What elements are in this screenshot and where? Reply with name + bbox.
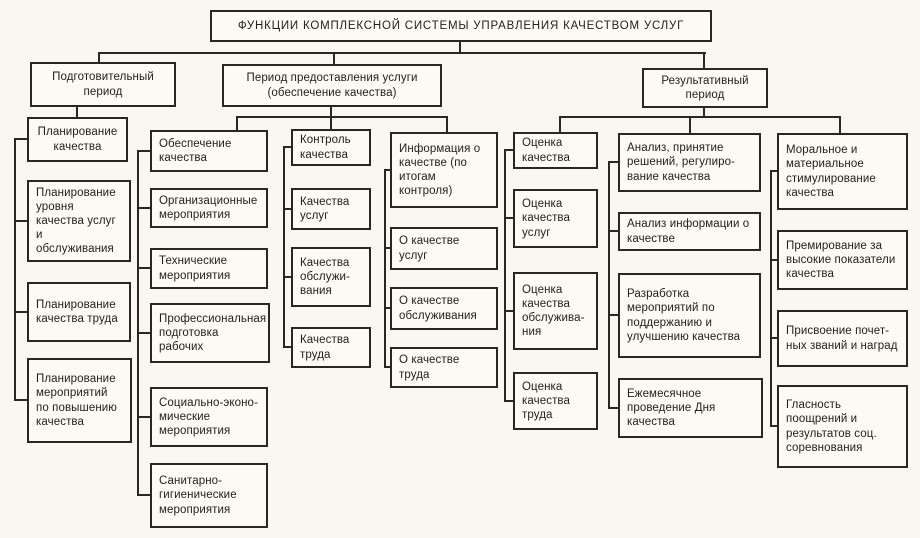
period-resultative: Результативный период	[642, 68, 768, 108]
connector-line	[504, 310, 513, 312]
node-evaluation-item: Оценка качества обслужива­ния	[513, 272, 598, 350]
connector-line	[14, 138, 27, 140]
connector-line	[504, 400, 513, 402]
node-information-item: О качестве услуг	[390, 227, 498, 270]
diagram-title: ФУНКЦИИ КОМПЛЕКСНОЙ СИСТЕМЫ УПРАВЛЕНИЯ К…	[210, 10, 712, 42]
period-preparatory: Подготовительный период	[30, 62, 176, 107]
node-planning-item: Планирование качества труда	[27, 282, 131, 342]
connector-line	[98, 52, 100, 63]
connector-line	[770, 425, 777, 427]
connector-line	[236, 116, 448, 118]
connector-line	[689, 116, 691, 134]
connector-line	[137, 416, 150, 418]
connector-line	[76, 106, 78, 118]
node-stimulation-item: Гласность поощрений и результатов соц. с…	[777, 385, 908, 468]
node-analysis-item: Ежемесячное проведение Дня качества	[618, 378, 763, 438]
connector-line	[770, 259, 777, 261]
connector-line	[98, 52, 706, 54]
node-control-item: Качества труда	[291, 327, 371, 368]
connector-line	[14, 138, 16, 401]
node-analysis-head: Анализ, принятие решений, регулиро­вание…	[618, 133, 761, 192]
connector-line	[559, 116, 841, 118]
connector-line	[608, 314, 618, 316]
connector-line	[330, 106, 332, 130]
connector-line	[137, 332, 150, 334]
node-planning-item: Планирование мероприятий по повышению ка…	[27, 358, 132, 443]
connector-line	[333, 52, 335, 65]
connector-line	[504, 149, 513, 151]
connector-line	[384, 169, 386, 368]
connector-line	[384, 307, 390, 309]
node-assurance-head: Обеспечение качества	[150, 130, 268, 172]
node-information-item: О качестве обслуживания	[390, 287, 498, 330]
connector-line	[446, 116, 448, 133]
connector-line	[504, 149, 506, 402]
connector-line	[137, 207, 150, 209]
connector-line	[608, 161, 618, 163]
connector-line	[137, 267, 150, 269]
connector-line	[608, 161, 610, 409]
node-assurance-item: Социально-эконо­мические мероприятия	[150, 387, 268, 447]
connector-line	[283, 146, 285, 348]
connector-line	[283, 346, 291, 348]
connector-line	[14, 399, 27, 401]
connector-line	[14, 220, 27, 222]
node-analysis-item: Анализ информации о качестве	[618, 212, 761, 251]
connector-line	[608, 230, 618, 232]
node-planning-item: Планирование уровня качества услуг и обс…	[27, 180, 131, 262]
period-service-provision: Период предоставления услуги (обеспечени…	[222, 64, 442, 107]
connector-line	[559, 116, 561, 133]
node-assurance-item: Профессиональная подготовка рабочих	[150, 303, 270, 363]
node-information-item: О качестве труда	[390, 347, 498, 388]
connector-line	[283, 146, 291, 148]
connector-line	[504, 217, 513, 219]
connector-line	[839, 116, 841, 134]
connector-line	[137, 150, 139, 496]
node-assurance-item: Санитарно-гигиенические мероприятия	[150, 463, 268, 528]
node-evaluation-item: Оценка качества услуг	[513, 189, 598, 248]
node-control-item: Качества услуг	[291, 188, 371, 230]
connector-line	[137, 150, 150, 152]
connector-line	[608, 407, 618, 409]
connector-line	[384, 366, 390, 368]
connector-line	[236, 116, 238, 131]
node-planning-head: Планирование качества	[27, 117, 128, 162]
node-analysis-item: Разработка мероприятий по поддержанию и …	[618, 273, 761, 358]
connector-line	[770, 170, 772, 427]
node-evaluation-head: Оценка качества	[513, 132, 598, 169]
node-stimulation-item: Присвоение почет­ных званий и наград	[777, 310, 908, 367]
connector-line	[384, 169, 390, 171]
node-stimulation-item: Премирование за высокие пока­затели каче…	[777, 230, 908, 290]
node-assurance-item: Организационные мероприятия	[150, 188, 268, 228]
node-assurance-item: Технические мероприятия	[150, 248, 268, 289]
connector-line	[283, 208, 291, 210]
node-information-head: Информация о качестве (по итогам контрол…	[390, 132, 498, 208]
node-evaluation-item: Оценка качества труда	[513, 372, 598, 430]
connector-line	[14, 311, 27, 313]
connector-line	[459, 42, 461, 52]
connector-line	[703, 52, 705, 69]
node-control-item: Качества обслужи­вания	[291, 247, 371, 307]
connector-line	[283, 276, 291, 278]
connector-line	[703, 107, 705, 118]
connector-line	[384, 247, 390, 249]
connector-line	[770, 170, 777, 172]
node-stimulation-head: Моральное и материальное стимулирование …	[777, 133, 908, 210]
node-control-head: Контроль качества	[291, 129, 371, 166]
connector-line	[137, 494, 150, 496]
connector-line	[770, 337, 777, 339]
